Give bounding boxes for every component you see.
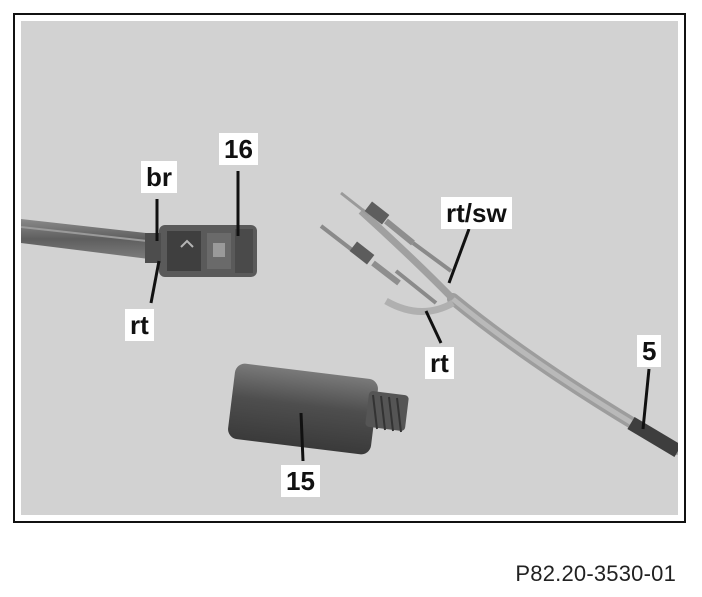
callout-5: 5	[637, 335, 662, 367]
callout-rt-sw: rt/sw	[441, 197, 512, 229]
photo-area: 16 br rt rt/sw rt 5 15	[21, 21, 678, 515]
cable-harness-left	[21, 219, 149, 259]
leader-lines	[149, 171, 651, 462]
figure-reference-code: P82.20-3530-01	[515, 561, 676, 586]
callout-15: 15	[281, 465, 320, 497]
figure-frame: 16 br rt rt/sw rt 5 15	[13, 13, 686, 523]
leader-5	[641, 368, 651, 430]
callout-rt-left: rt	[125, 309, 154, 341]
leader-rt-left	[149, 260, 161, 304]
sleeve-15	[228, 363, 409, 455]
leader-rtsw	[447, 228, 471, 284]
connector-16	[145, 225, 257, 277]
leader-rt-right	[424, 310, 443, 344]
photo-illustration	[21, 171, 678, 462]
leader-15	[299, 412, 305, 462]
wire-harness-5	[319, 191, 678, 458]
callout-rt-right: rt	[425, 347, 454, 379]
callout-br: br	[141, 161, 177, 193]
callout-16: 16	[219, 133, 258, 165]
